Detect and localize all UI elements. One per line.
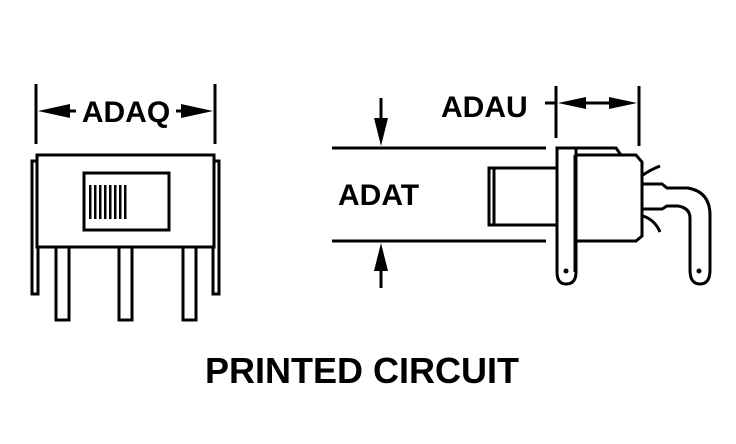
front-lug (555, 146, 578, 286)
front-lug-hole-icon (563, 268, 569, 274)
wire-bottom (642, 214, 662, 233)
adaq-arrow-left-icon (38, 104, 76, 118)
bent-terminal-hole-icon (696, 268, 702, 274)
pin-2 (117, 245, 134, 322)
side-body (574, 153, 644, 243)
side-view: ADAT ADAU (332, 86, 712, 288)
adaq-arrow-right-icon (176, 104, 213, 118)
pin-3 (181, 245, 198, 322)
adat-label: ADAT (338, 179, 419, 212)
actuator-ridges-icon (89, 185, 127, 219)
adat-arrow-down-icon (374, 98, 388, 146)
actuator-stem (487, 166, 559, 227)
adaq-label: ADAQ (82, 96, 170, 129)
pin-1 (54, 245, 71, 322)
wire-top (642, 164, 661, 177)
adau-arrow-right-icon (609, 97, 637, 109)
adau-label: ADAU (441, 91, 528, 124)
bent-terminal (640, 182, 712, 286)
front-view: ADAQ (30, 84, 221, 322)
adat-arrow-up-icon (374, 243, 388, 288)
diagram-caption: PRINTED CIRCUIT (205, 350, 519, 391)
adau-arrow-left-icon (558, 97, 586, 109)
